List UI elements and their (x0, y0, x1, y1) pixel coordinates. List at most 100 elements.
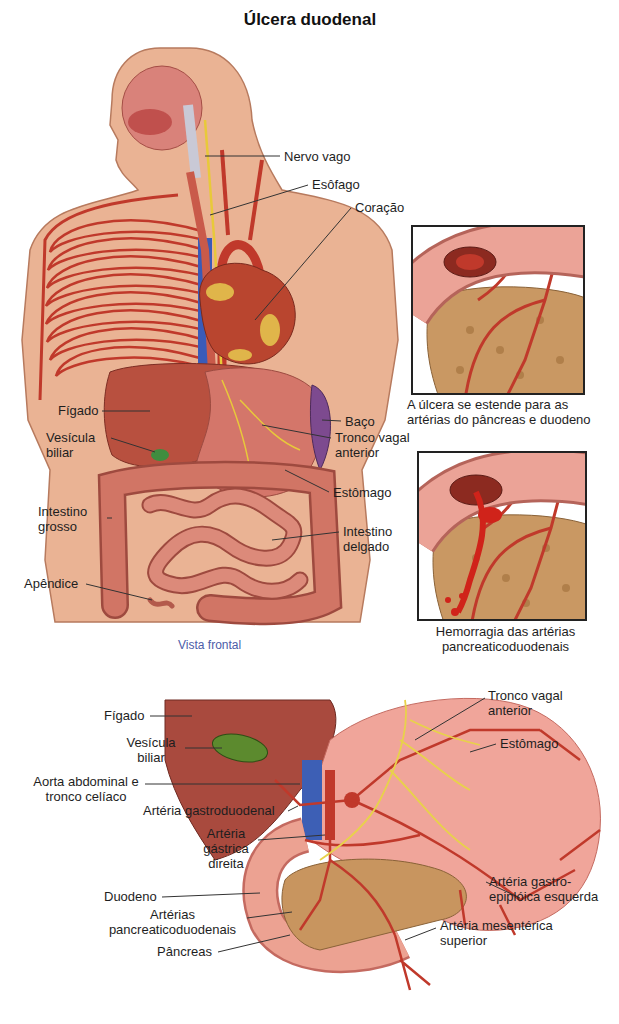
vagal-trunk (320, 700, 406, 860)
heart-fat (206, 283, 234, 301)
gallbladder (151, 449, 169, 461)
anatomy-label: Aorta abdominal e tronco celíaco (30, 774, 142, 804)
inset-ulcer (413, 227, 583, 393)
inset-ulcer (427, 287, 583, 393)
leader-lines (255, 208, 351, 320)
inset-ulcer (444, 247, 496, 277)
inset-ulcer (466, 326, 474, 334)
leader-lines (285, 470, 329, 492)
leader-lines (405, 928, 436, 940)
arteries (330, 860, 395, 935)
inset-ulcer (413, 247, 583, 310)
inset-hemorrhage (562, 584, 570, 592)
heart-fat (260, 314, 280, 346)
leader-lines (322, 420, 341, 421)
inset-ulcer (556, 356, 564, 364)
inset-ulcer (413, 247, 583, 310)
anatomy-label: Vesícula biliar (46, 430, 110, 460)
pancreas (282, 859, 466, 950)
arteries (395, 935, 430, 990)
appendix (150, 600, 172, 606)
vagal-trunk (320, 700, 480, 860)
inset-hemorrhage (478, 507, 502, 523)
anatomy-label: Intestino delgado (343, 524, 415, 554)
inset-hemorrhage (445, 507, 502, 616)
anatomy-label: Duodeno (104, 889, 157, 904)
anatomy-label: Apêndice (24, 576, 78, 591)
leader-lines (258, 835, 325, 840)
inset-ulcer (456, 254, 484, 270)
anatomy-label: Artéria gastroduodenal (143, 803, 275, 818)
leader-lines (247, 912, 292, 918)
inset-caption: Hemorragia das artérias pancreaticoduode… (418, 624, 593, 654)
anatomy-label: Intestino grosso (38, 504, 104, 534)
inset-hemorrhage (459, 593, 465, 599)
inset-ulcer (405, 226, 590, 400)
leader-lines (210, 185, 308, 215)
heart (200, 263, 296, 364)
spleen (310, 385, 330, 470)
abdominal-aorta (302, 760, 322, 840)
ribs (50, 329, 205, 360)
anatomy-label: Tronco vagal anterior (488, 688, 584, 718)
inset-ulcer (496, 346, 504, 354)
anatomy-label: Artéria gastro- epiplóica esquerda (489, 874, 611, 904)
digestive-detail (165, 698, 600, 990)
anatomy-label: Esôfago (312, 177, 360, 192)
anatomy-label: Estômago (333, 485, 392, 500)
small-intestine (150, 496, 300, 591)
anatomy-label: Fígado (58, 403, 98, 418)
inset-hemorrhage (451, 608, 459, 616)
vagal-trunk (390, 720, 480, 850)
leader-lines (218, 935, 290, 952)
anatomy-label: Baço (345, 414, 375, 429)
torso-figure (22, 48, 398, 622)
vagal-branches (222, 380, 300, 470)
inset-hemorrhage (433, 515, 585, 619)
anatomy-label: Vesícula biliar (118, 735, 184, 765)
anatomy-label: Coração (355, 200, 404, 215)
leader-lines (107, 518, 112, 519)
large-intestine (112, 475, 328, 611)
ribs (47, 311, 205, 342)
inset-ulcer (456, 366, 464, 374)
pharynx (188, 105, 196, 178)
carotid-artery (222, 150, 228, 235)
arteries (300, 808, 330, 930)
inset-hemorrhage (450, 475, 502, 505)
leader-lines (415, 698, 485, 740)
anatomy-label: Vista frontal (178, 638, 241, 653)
inset-ulcer (465, 300, 545, 393)
leader-lines (288, 806, 298, 811)
arteries (275, 730, 600, 990)
inset-hemorrhage (445, 597, 451, 603)
leader-lines (205, 156, 280, 157)
anatomy-label: Nervo vago (284, 149, 350, 164)
large-intestine (112, 475, 328, 611)
inset-hemorrhage (502, 574, 510, 582)
leader-lines (185, 748, 222, 749)
inset-hemorrhage (419, 475, 585, 538)
ribs (46, 293, 205, 324)
inset-hemorrhage (419, 475, 585, 538)
arteries (460, 730, 600, 935)
leader-lines (150, 716, 192, 717)
leader-lines (145, 784, 300, 785)
tongue (128, 109, 172, 135)
leader-lines (272, 532, 339, 540)
inset-hemorrhage (458, 492, 483, 612)
anatomy-label: Artéria gástrica direita (196, 826, 256, 871)
small-intestine (150, 496, 300, 591)
leader-lines (86, 156, 351, 600)
anatomy-label: Artérias pancreaticoduodenais (100, 907, 245, 937)
anatomy-label: Tronco vagal anterior (335, 430, 427, 460)
liver (165, 700, 336, 860)
leader-lines (162, 893, 260, 897)
ribs (46, 275, 205, 306)
diagram-title: Úlcera duodenal (160, 10, 460, 30)
anatomy-label: Artéria mesentérica superior (440, 918, 574, 948)
inset-hemorrhage (419, 453, 585, 619)
leader-lines (470, 744, 496, 752)
leader-lines (262, 425, 331, 438)
